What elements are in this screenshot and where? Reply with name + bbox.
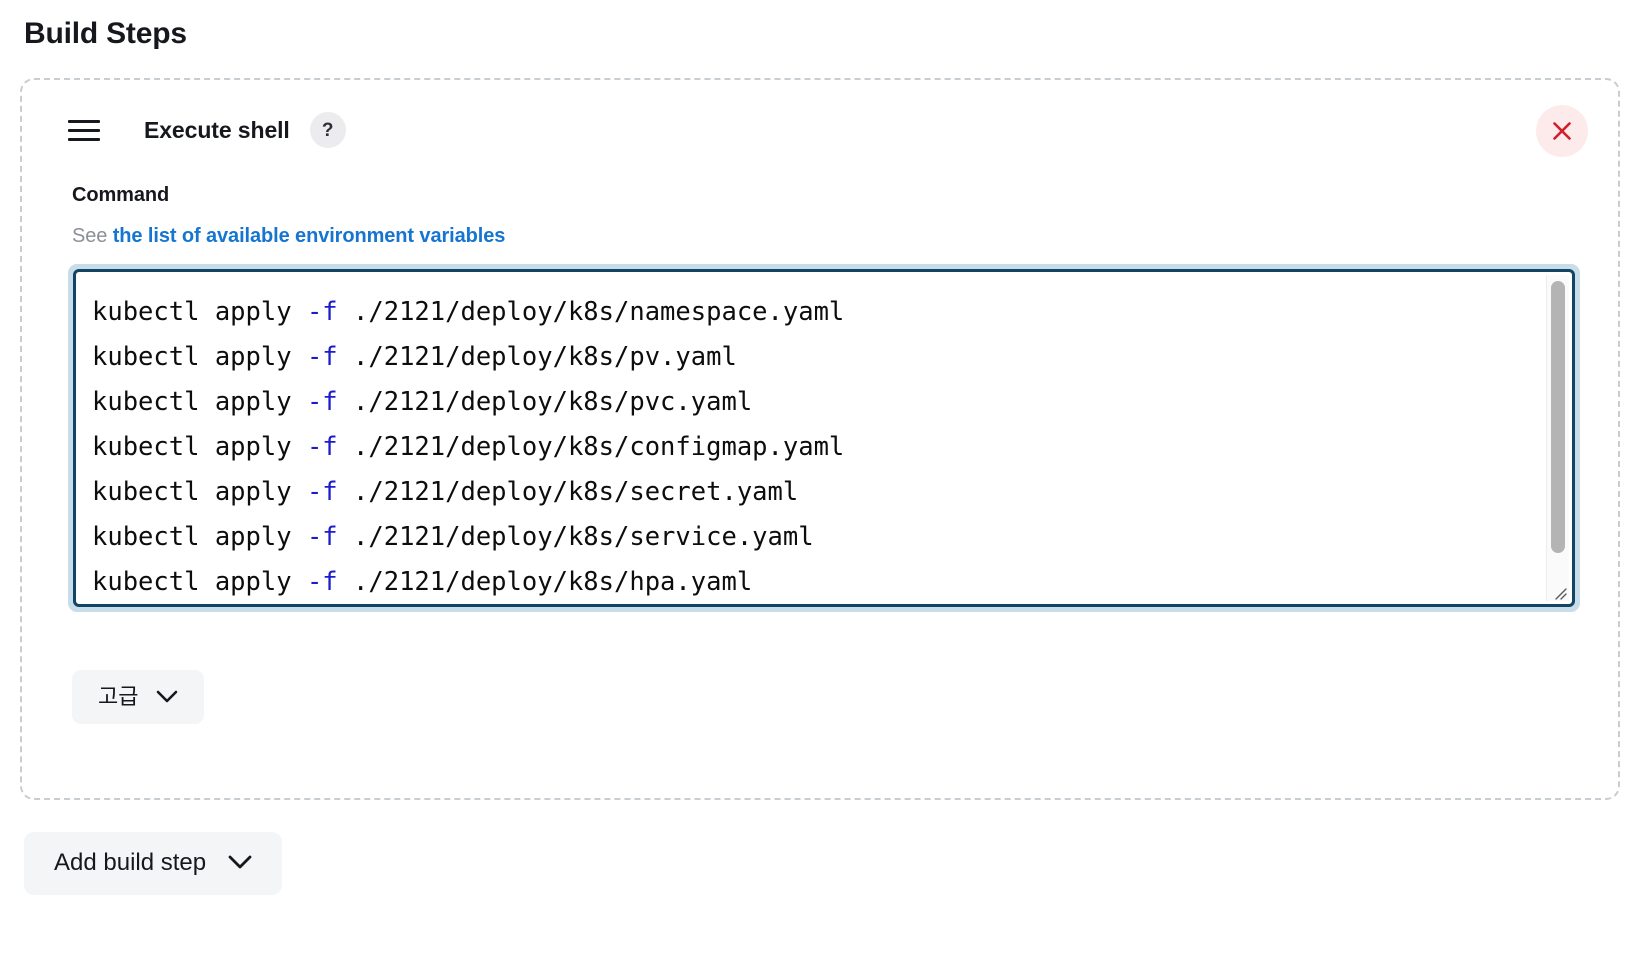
add-build-step-label: Add build step (54, 849, 207, 876)
page-title: Build Steps (24, 17, 187, 50)
command-help-text: See the list of available environment va… (72, 225, 1582, 248)
command-help-prefix: See (72, 225, 113, 247)
command-scrollbar-thumb[interactable] (1551, 281, 1565, 553)
command-line: kubectl apply -f ./2121/deploy/k8s/hpa.y… (92, 567, 753, 597)
build-step-header: Execute shell ? (58, 106, 1582, 154)
environment-variables-link[interactable]: the list of available environment variab… (112, 225, 506, 247)
hamburger-drag-icon[interactable] (68, 113, 112, 147)
command-line: kubectl apply -f ./2121/deploy/k8s/pv.ya… (92, 342, 737, 372)
advanced-button-label: 고급 (98, 684, 139, 709)
add-build-step-button[interactable]: Add build step (24, 832, 283, 895)
close-x-icon[interactable] (1536, 105, 1588, 157)
question-mark-icon[interactable]: ? (309, 112, 346, 148)
build-step-card: Execute shell ? Command See the list of … (20, 78, 1620, 800)
chevron-down-icon (228, 849, 252, 878)
command-line: kubectl apply -f ./2121/deploy/k8s/servi… (92, 522, 814, 552)
textarea-resize-handle[interactable] (1549, 582, 1567, 600)
build-steps-page: Build Steps Execute shell ? Command See … (0, 16, 1640, 972)
command-textarea-wrapper: kubectl apply -f ./2121/deploy/k8s/names… (68, 264, 1580, 612)
command-text-content: kubectl apply -f ./2121/deploy/k8s/names… (76, 272, 1572, 604)
command-line: kubectl apply -f ./2121/deploy/k8s/names… (92, 297, 845, 327)
command-label: Command (72, 184, 170, 206)
advanced-button[interactable]: 고급 (72, 670, 205, 725)
command-line: kubectl apply -f ./2121/deploy/k8s/confi… (92, 432, 845, 462)
command-line: kubectl apply -f ./2121/deploy/k8s/secre… (92, 477, 799, 507)
command-scrollbar[interactable] (1546, 275, 1569, 601)
chevron-down-icon (156, 684, 178, 710)
command-line: kubectl apply -f ./2121/deploy/k8s/pvc.y… (92, 387, 753, 417)
build-step-title: Execute shell (144, 116, 290, 143)
command-input[interactable]: kubectl apply -f ./2121/deploy/k8s/names… (73, 269, 1575, 607)
